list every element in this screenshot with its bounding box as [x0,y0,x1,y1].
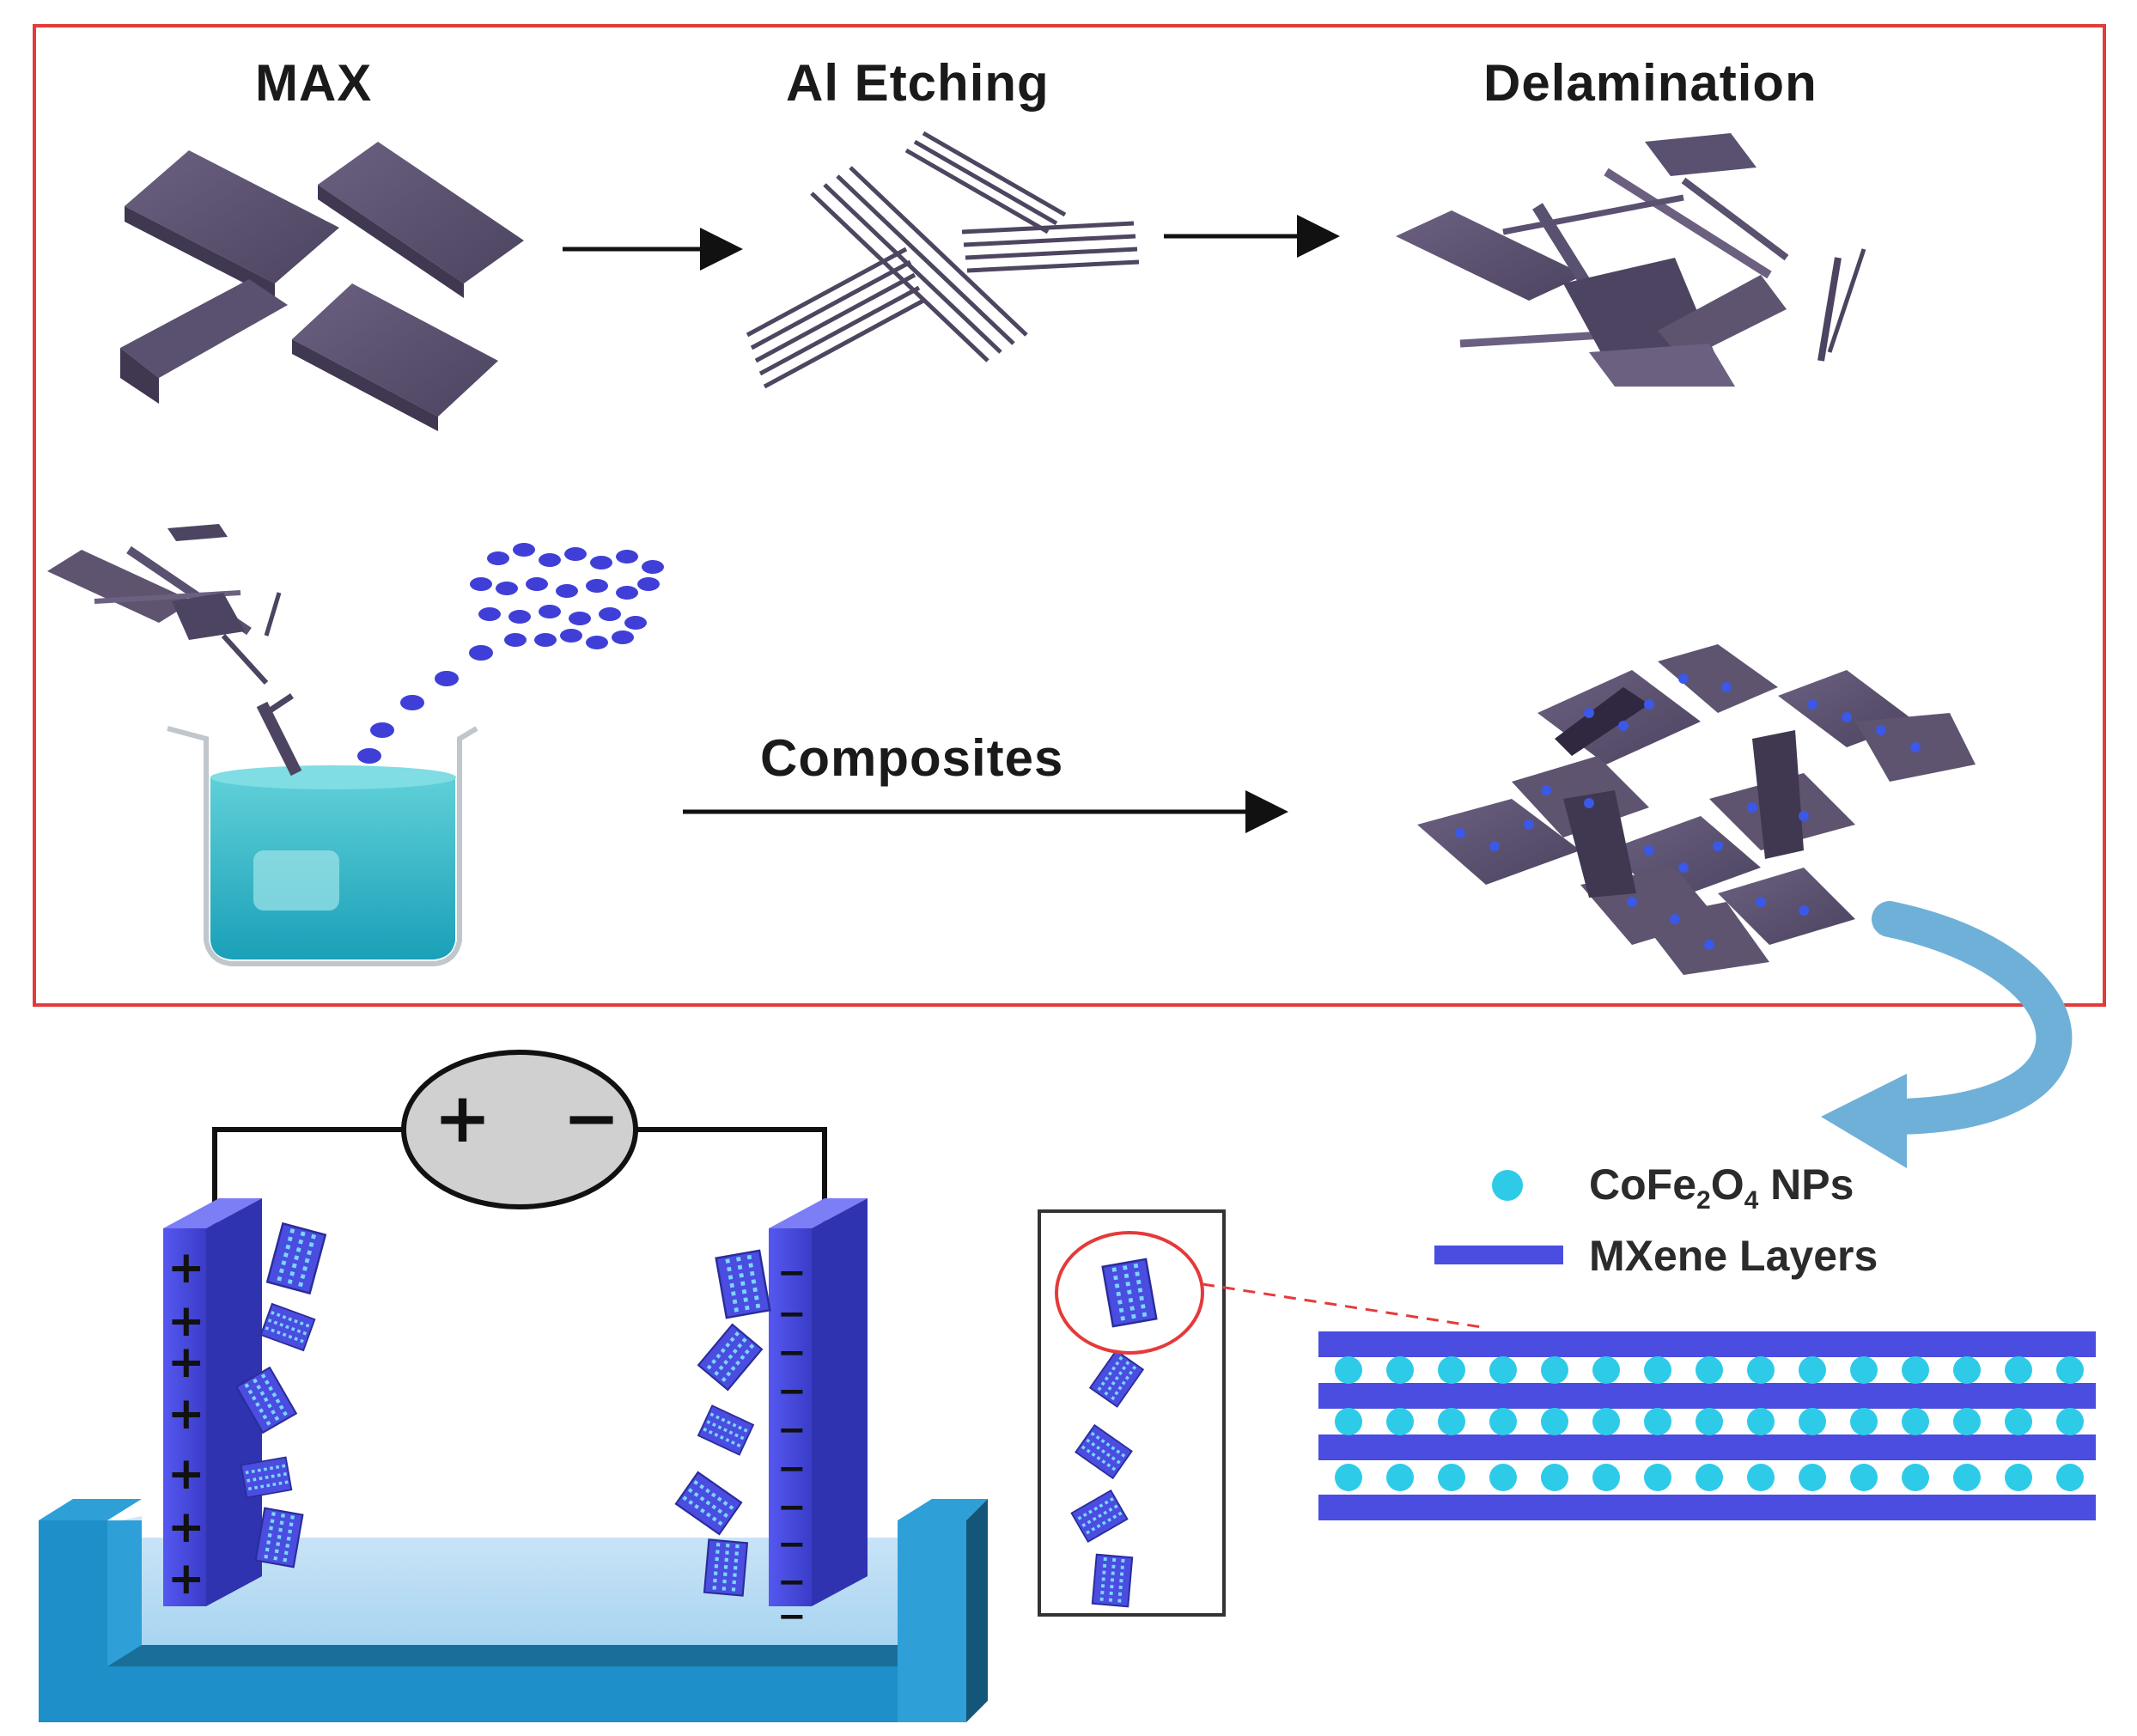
negative-electrode [769,1198,868,1606]
zoom-leader [1202,1282,1483,1329]
falling-mxene-flakes [47,524,294,716]
layer-legend-label: MXene Layers [1589,1232,1878,1280]
curved-arrow [1872,901,2073,1135]
delaminated-flakes [1396,133,1866,387]
electrolyte-bath [39,1499,988,1722]
power-supply [401,1050,638,1209]
positive-sign: + [167,1388,205,1440]
positive-sign: + [167,1295,205,1347]
step-title-delamination: Delamination [1483,54,1817,112]
positive-sign: + [167,1448,205,1500]
positive-sign: + [167,1553,205,1605]
supply-plus-sign: + [434,1078,492,1158]
step-title-etching: Al Etching [786,54,1050,112]
layer-legend-icon [1434,1246,1563,1264]
positive-sign: + [167,1242,205,1294]
step-title-composites: Composites [760,729,1064,787]
np-formula-suffix: NPs [1758,1160,1854,1209]
np-formula-sub2: 2 [1696,1186,1711,1215]
curved-arrow-head [1821,1074,1907,1168]
cofe2o4-nanoparticle-cloud [357,543,664,764]
zoom-circle [1055,1231,1204,1355]
mxene-cofe2o4-composite [1417,644,1976,975]
np-legend-label: CoFe2O4 NPs [1589,1160,1854,1215]
negative-sign: − [777,1294,807,1334]
step-title-max: MAX [255,54,373,112]
negative-sign: − [777,1333,807,1373]
np-formula-base: CoFe [1589,1160,1696,1209]
negative-sign: − [777,1562,807,1602]
negative-sign: − [777,1253,807,1293]
max-phase-stacks [120,142,524,431]
negative-sign: − [777,1525,807,1564]
positive-sign: + [167,1337,205,1388]
negative-sign: − [777,1410,807,1450]
etched-multilayer-stacks [746,131,1140,389]
negative-sign: − [777,1372,807,1411]
positive-sign: + [167,1501,205,1553]
np-formula-o: O [1710,1160,1744,1209]
beaker [167,701,478,966]
mxene-layered-structure [1318,1331,2096,1520]
np-legend-icon [1492,1170,1523,1201]
process-frame [33,24,2106,1007]
supply-minus-sign: − [563,1078,621,1158]
negative-sign: − [777,1449,807,1489]
negative-sign: − [777,1597,807,1636]
np-row [1335,1356,2084,1384]
positive-electrode [163,1198,262,1606]
negative-sign: − [777,1488,807,1527]
np-formula-sub4: 4 [1744,1186,1759,1215]
